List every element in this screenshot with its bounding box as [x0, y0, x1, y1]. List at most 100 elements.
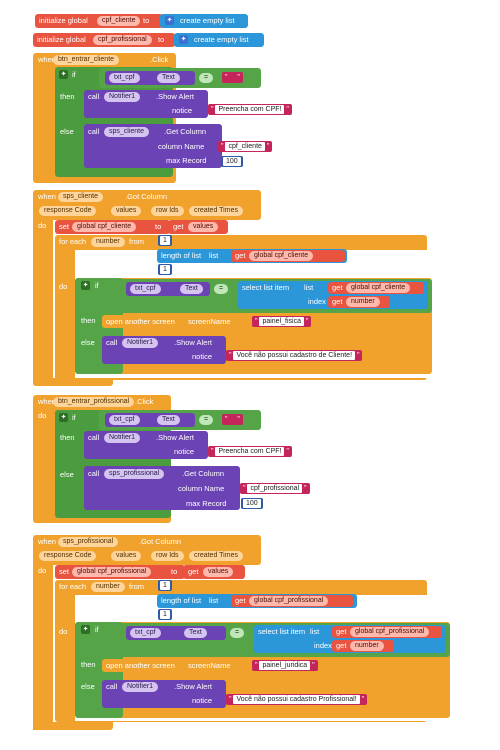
component-dropdown[interactable]: btn_entrar_cliente [53, 55, 120, 65]
open-another-screen-block[interactable]: open another screen screenName [102, 315, 260, 328]
screen-value-block[interactable]: " painel_juridica " [252, 660, 318, 671]
empty-string-block[interactable]: " " [222, 414, 243, 425]
get-variable-dropdown[interactable]: number [350, 641, 384, 651]
textbox-getter[interactable]: txt_cpf Text [105, 413, 195, 427]
length-of-list-block[interactable]: length of list list get global cpf_profi… [157, 594, 357, 608]
alert-text-value[interactable]: Você não possui cadastro de Cliente! [233, 351, 356, 360]
select-list-item-block[interactable]: select list item list index get global c… [254, 625, 446, 653]
property-dropdown[interactable]: Text [157, 73, 180, 83]
notifier-dropdown[interactable]: Notifier1 [122, 338, 159, 348]
gear-icon[interactable]: ✦ [59, 413, 68, 422]
get-variable-dropdown[interactable]: global cpf_profissional [350, 627, 430, 637]
max-record-number-block[interactable]: 100 [221, 156, 243, 167]
alert-text-value[interactable]: Preencha com CPF! [215, 447, 285, 456]
column-value[interactable]: cpf_cliente [225, 142, 265, 151]
event-sps-cliente-got-column[interactable]: when sps_cliente .Got Column response Co… [33, 190, 261, 220]
get-variable-dropdown[interactable]: values [188, 222, 219, 232]
alert-text-block[interactable]: " Você não possui cadastro Profissional!… [226, 694, 368, 705]
get-variable-dropdown[interactable]: values [203, 567, 234, 577]
notifier-dropdown[interactable]: Notifier1 [104, 92, 141, 102]
compare-block[interactable]: txt_cpf Text = select list item list ind… [120, 279, 432, 313]
get-list-block[interactable]: get global cpf_cliente [328, 282, 424, 294]
spreadsheet-dropdown[interactable]: sps_cliente [104, 127, 150, 137]
param-response-code[interactable]: response Code [39, 551, 97, 561]
call-show-alert-block[interactable]: call Notifier1 .Show Alert notice [84, 431, 208, 459]
screen-value[interactable]: painel_juridica [259, 661, 311, 670]
get-variable-dropdown[interactable]: global cpf_cliente [346, 283, 411, 293]
get-values-block[interactable]: get values [183, 565, 245, 579]
select-list-item-block[interactable]: select list item list index get global c… [238, 281, 428, 309]
get-index-block[interactable]: get number [332, 640, 394, 652]
from-number-block[interactable]: 1 [158, 580, 172, 591]
gear-icon[interactable]: ✦ [59, 70, 68, 79]
length-of-list-block[interactable]: length of list list get global cpf_clien… [157, 249, 347, 263]
textbox-getter[interactable]: txt_cpf Text [126, 282, 210, 296]
gear-icon[interactable]: ✦ [165, 16, 174, 25]
operator-dropdown[interactable]: = [230, 628, 245, 638]
compare-block[interactable]: txt_cpf Text = " " [99, 68, 261, 88]
create-empty-list-block[interactable]: ✦ create empty list [160, 14, 248, 28]
empty-string-block[interactable]: " " [222, 72, 243, 83]
param-response-code[interactable]: response Code [39, 206, 97, 216]
call-show-alert-block[interactable]: call Notifier1 .Show Alert notice [84, 90, 208, 118]
by-value[interactable]: 1 [160, 610, 170, 619]
alert-text-block[interactable]: " Preencha com CPF! " [208, 104, 292, 115]
loop-variable-field[interactable]: number [91, 237, 125, 247]
textbox-dropdown[interactable]: txt_cpf [109, 73, 140, 83]
compare-block[interactable]: txt_cpf Text = " " [99, 410, 261, 430]
operator-dropdown[interactable]: = [199, 415, 214, 425]
property-dropdown[interactable]: Text [157, 415, 180, 425]
operator-dropdown[interactable]: = [214, 284, 229, 294]
get-column-block[interactable]: call sps_cliente .Get Column column Name… [84, 124, 222, 168]
param-row-ids[interactable]: row Ids [151, 206, 184, 216]
component-dropdown[interactable]: sps_profissional [58, 537, 119, 547]
get-index-block[interactable]: get number [328, 296, 390, 308]
global-name-field[interactable]: cpf_profissional [93, 35, 152, 45]
alert-text-block[interactable]: " Preencha com CPF! " [208, 446, 292, 457]
component-dropdown[interactable]: sps_cliente [58, 192, 104, 202]
spreadsheet-dropdown[interactable]: sps_profissional [104, 469, 165, 479]
compare-block[interactable]: txt_cpf Text = select list item list ind… [120, 623, 450, 657]
param-row-ids[interactable]: row Ids [151, 551, 184, 561]
call-show-alert-block[interactable]: call Notifier1 .Show Alert notice [102, 680, 226, 708]
max-record-number-block[interactable]: 100 [241, 498, 263, 509]
column-value-block[interactable]: " cpf_profissional " [240, 483, 310, 494]
param-values[interactable]: values [111, 551, 142, 561]
get-variable-dropdown[interactable]: global cpf_profissional [249, 596, 329, 606]
get-variable-dropdown[interactable]: global cpf_cliente [249, 251, 314, 261]
textbox-dropdown[interactable]: txt_cpf [109, 415, 140, 425]
alert-text-value[interactable]: Você não possui cadastro Profissional! [233, 695, 360, 704]
by-value[interactable]: 1 [160, 265, 170, 274]
column-value-block[interactable]: " cpf_cliente " [218, 141, 273, 152]
column-value[interactable]: cpf_profissional [247, 484, 303, 493]
property-dropdown[interactable]: Text [180, 284, 203, 294]
gear-icon[interactable]: ✦ [179, 35, 188, 44]
operator-dropdown[interactable]: = [199, 73, 214, 83]
gear-icon[interactable]: ✦ [81, 625, 90, 634]
create-empty-list-block[interactable]: ✦ create empty list [174, 33, 264, 47]
textbox-dropdown[interactable]: txt_cpf [130, 284, 161, 294]
property-dropdown[interactable]: Text [184, 628, 207, 638]
notifier-dropdown[interactable]: Notifier1 [122, 682, 159, 692]
loop-variable-field[interactable]: number [91, 582, 125, 592]
textbox-getter[interactable]: txt_cpf Text [126, 626, 226, 640]
set-variable-dropdown[interactable]: global cpf_cliente [72, 222, 137, 232]
by-number-block[interactable]: 1 [158, 264, 172, 275]
set-variable-block[interactable]: set global cpf_cliente to [55, 220, 170, 234]
open-another-screen-block[interactable]: open another screen screenName [102, 659, 260, 672]
textbox-getter[interactable]: txt_cpf Text [105, 71, 195, 85]
from-number-block[interactable]: 1 [158, 235, 172, 246]
max-record-value[interactable]: 100 [223, 157, 241, 166]
alert-text-block[interactable]: " Você não possui cadastro de Cliente! " [226, 350, 363, 361]
get-list-block[interactable]: get global cpf_profissional [231, 595, 353, 607]
init-global-cpf-profissional-block[interactable]: initialize global cpf_profissional to [33, 33, 175, 47]
screen-value-block[interactable]: " painel_fisica " [252, 316, 312, 327]
screen-value[interactable]: painel_fisica [259, 317, 304, 326]
set-variable-dropdown[interactable]: global cpf_profissional [72, 567, 152, 577]
init-global-cpf-cliente-block[interactable]: initialize global cpf_cliente to [35, 14, 163, 28]
get-column-block[interactable]: call sps_profissional .Get Column column… [84, 466, 240, 510]
get-variable-dropdown[interactable]: number [346, 297, 380, 307]
get-list-block[interactable]: get global cpf_profissional [332, 626, 442, 638]
global-name-field[interactable]: cpf_cliente [97, 16, 141, 26]
component-dropdown[interactable]: btn_entrar_profissional [53, 397, 135, 407]
